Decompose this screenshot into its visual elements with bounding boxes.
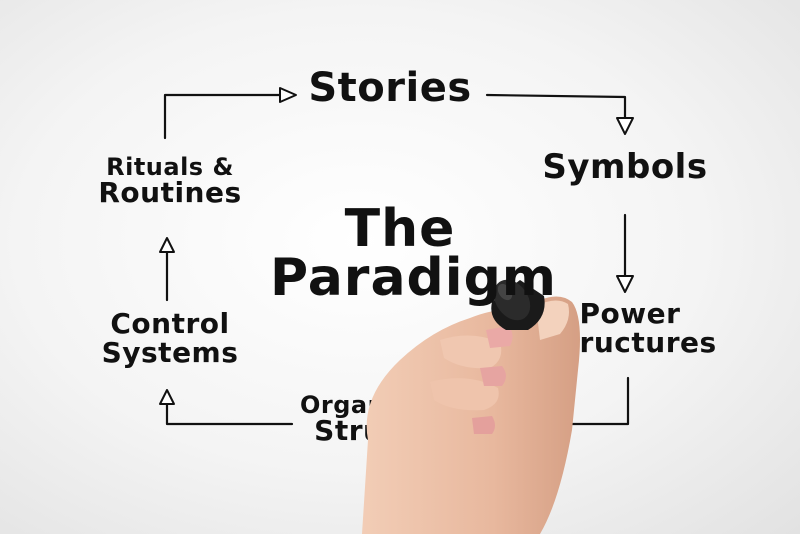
diagram-title: The Paradigm xyxy=(270,199,557,309)
node-rituals-routines: Rituals & Routines xyxy=(95,155,245,208)
arrowhead-icon xyxy=(159,237,175,253)
node-rituals-routines-line2: Routines xyxy=(98,176,242,210)
marker-icon xyxy=(491,279,545,330)
arrow-rituals-to-stories xyxy=(163,93,285,140)
node-control-systems-line1: Control xyxy=(110,307,230,340)
node-power-structures-line1: Power xyxy=(579,297,681,330)
arrow-stories-to-symbols xyxy=(485,93,627,124)
arrowhead-icon xyxy=(616,275,634,293)
diagram-title-line1: The xyxy=(344,199,456,259)
arrowhead-icon xyxy=(279,87,297,103)
node-rituals-routines-line1: Rituals & xyxy=(106,153,234,181)
node-control-systems: Control Systems xyxy=(95,307,245,369)
node-symbols: Symbols xyxy=(540,150,710,185)
node-control-systems-line2: Systems xyxy=(101,335,239,369)
node-stories-label: Stories xyxy=(308,65,472,111)
node-symbols-label: Symbols xyxy=(542,147,708,187)
diagram-title-line2: Paradigm xyxy=(270,248,557,309)
arrowhead-icon xyxy=(159,389,175,405)
arrowhead-icon xyxy=(616,117,634,135)
arrow-organizational-to-control xyxy=(165,400,294,426)
node-stories: Stories xyxy=(300,68,480,109)
